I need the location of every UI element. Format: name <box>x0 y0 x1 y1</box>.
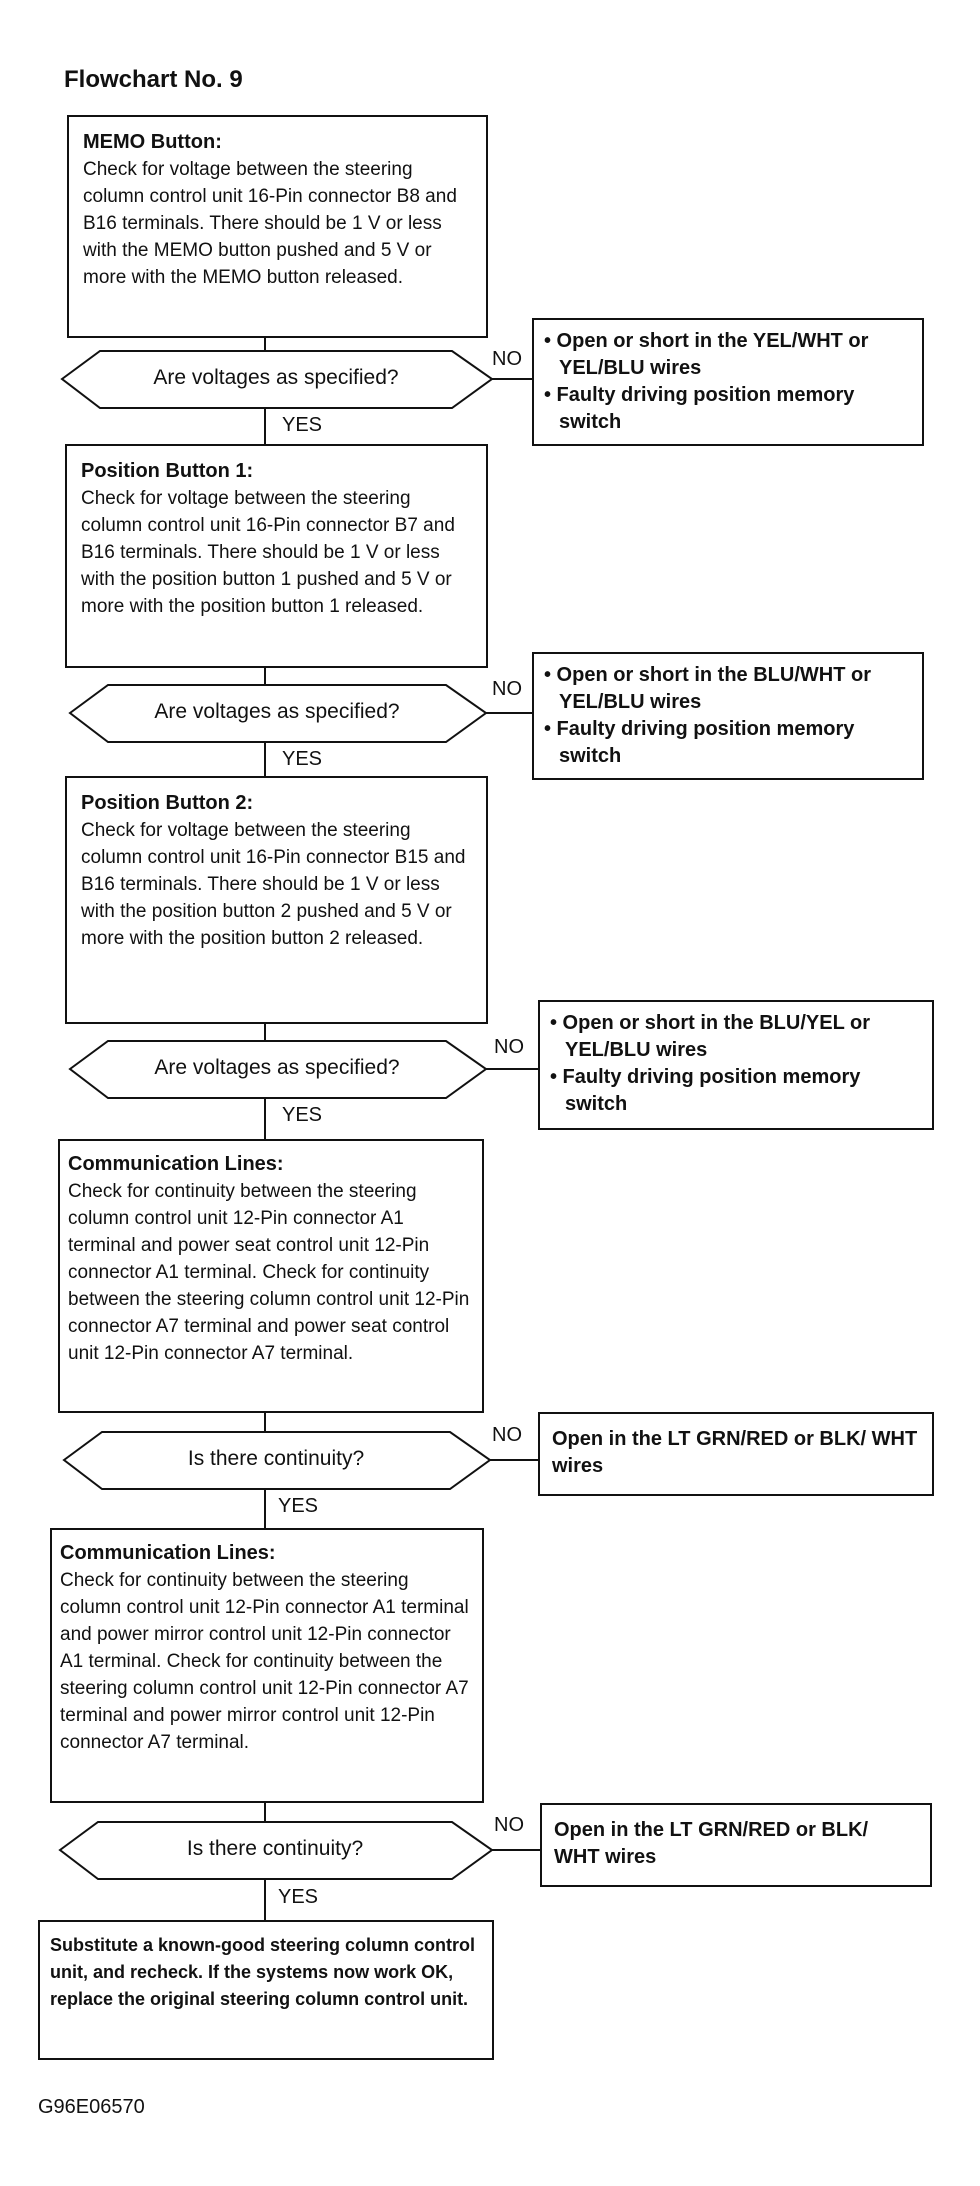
step-body: Check for continuity between the steerin… <box>60 1570 469 1753</box>
decision-question: Are voltages as specified? <box>153 366 399 389</box>
yes-label: YES <box>282 1104 323 1126</box>
step-heading: Communication Lines: <box>60 1542 276 1564</box>
no-label: NO <box>494 1036 524 1058</box>
figure-id: G96E06570 <box>38 2096 145 2118</box>
yes-label: YES <box>278 1886 319 1908</box>
no-label: NO <box>492 1424 522 1446</box>
step-box-communication-mirror: Communication Lines: Check for continuit… <box>50 1528 484 1803</box>
yes-label: YES <box>278 1495 319 1517</box>
no-label: NO <box>494 1814 524 1836</box>
result-line: • Open or short in the YEL/WHT or YEL/BL… <box>544 330 869 379</box>
result-box: • Open or short in the YEL/WHT or YEL/BL… <box>532 318 924 446</box>
flowchart-title: Flowchart No. 9 <box>64 66 243 93</box>
result-box: • Open or short in the BLU/YEL or YEL/BL… <box>538 1000 934 1130</box>
no-label: NO <box>492 348 522 370</box>
step-heading: Communication Lines: <box>68 1153 284 1175</box>
step-box-memo: MEMO Button: Check for voltage between t… <box>67 115 488 338</box>
result-line: • Faulty driving position memory switch <box>544 718 855 767</box>
step-body: Check for voltage between the steering c… <box>83 159 457 288</box>
decision-question: Are voltages as specified? <box>154 1056 400 1079</box>
step-box-position-1: Position Button 1: Check for voltage bet… <box>65 444 488 668</box>
step-body: Check for continuity between the steerin… <box>68 1181 470 1364</box>
yes-label: YES <box>282 414 323 436</box>
step-heading: MEMO Button: <box>83 131 222 153</box>
result-line: Open in the LT GRN/RED or BLK/ WHT wires <box>552 1428 918 1477</box>
step-heading: Position Button 2: <box>81 792 254 814</box>
result-line: Open in the LT GRN/RED or BLK/ WHT wires <box>554 1819 869 1868</box>
result-line: • Faulty driving position memory switch <box>550 1066 861 1115</box>
decision-question: Is there continuity? <box>187 1447 365 1470</box>
result-box: Open in the LT GRN/RED or BLK/ WHT wires <box>538 1412 934 1496</box>
no-label: NO <box>492 678 522 700</box>
result-line: • Faulty driving position memory switch <box>544 384 855 433</box>
result-box: • Open or short in the BLU/WHT or YEL/BL… <box>532 652 924 780</box>
result-box: Open in the LT GRN/RED or BLK/ WHT wires <box>540 1803 932 1887</box>
step-body: Check for voltage between the steering c… <box>81 820 466 949</box>
final-action-box: Substitute a known-good steering column … <box>38 1920 494 2060</box>
decision-question: Is there continuity? <box>186 1837 364 1860</box>
step-heading: Position Button 1: <box>81 460 254 482</box>
result-line: • Open or short in the BLU/YEL or YEL/BL… <box>550 1012 870 1061</box>
step-box-communication-seat: Communication Lines: Check for continuit… <box>58 1139 484 1413</box>
decision-question: Are voltages as specified? <box>154 700 400 723</box>
result-line: • Open or short in the BLU/WHT or YEL/BL… <box>544 664 871 713</box>
yes-label: YES <box>282 748 323 770</box>
step-body: Check for voltage between the steering c… <box>81 488 455 617</box>
step-box-position-2: Position Button 2: Check for voltage bet… <box>65 776 488 1024</box>
